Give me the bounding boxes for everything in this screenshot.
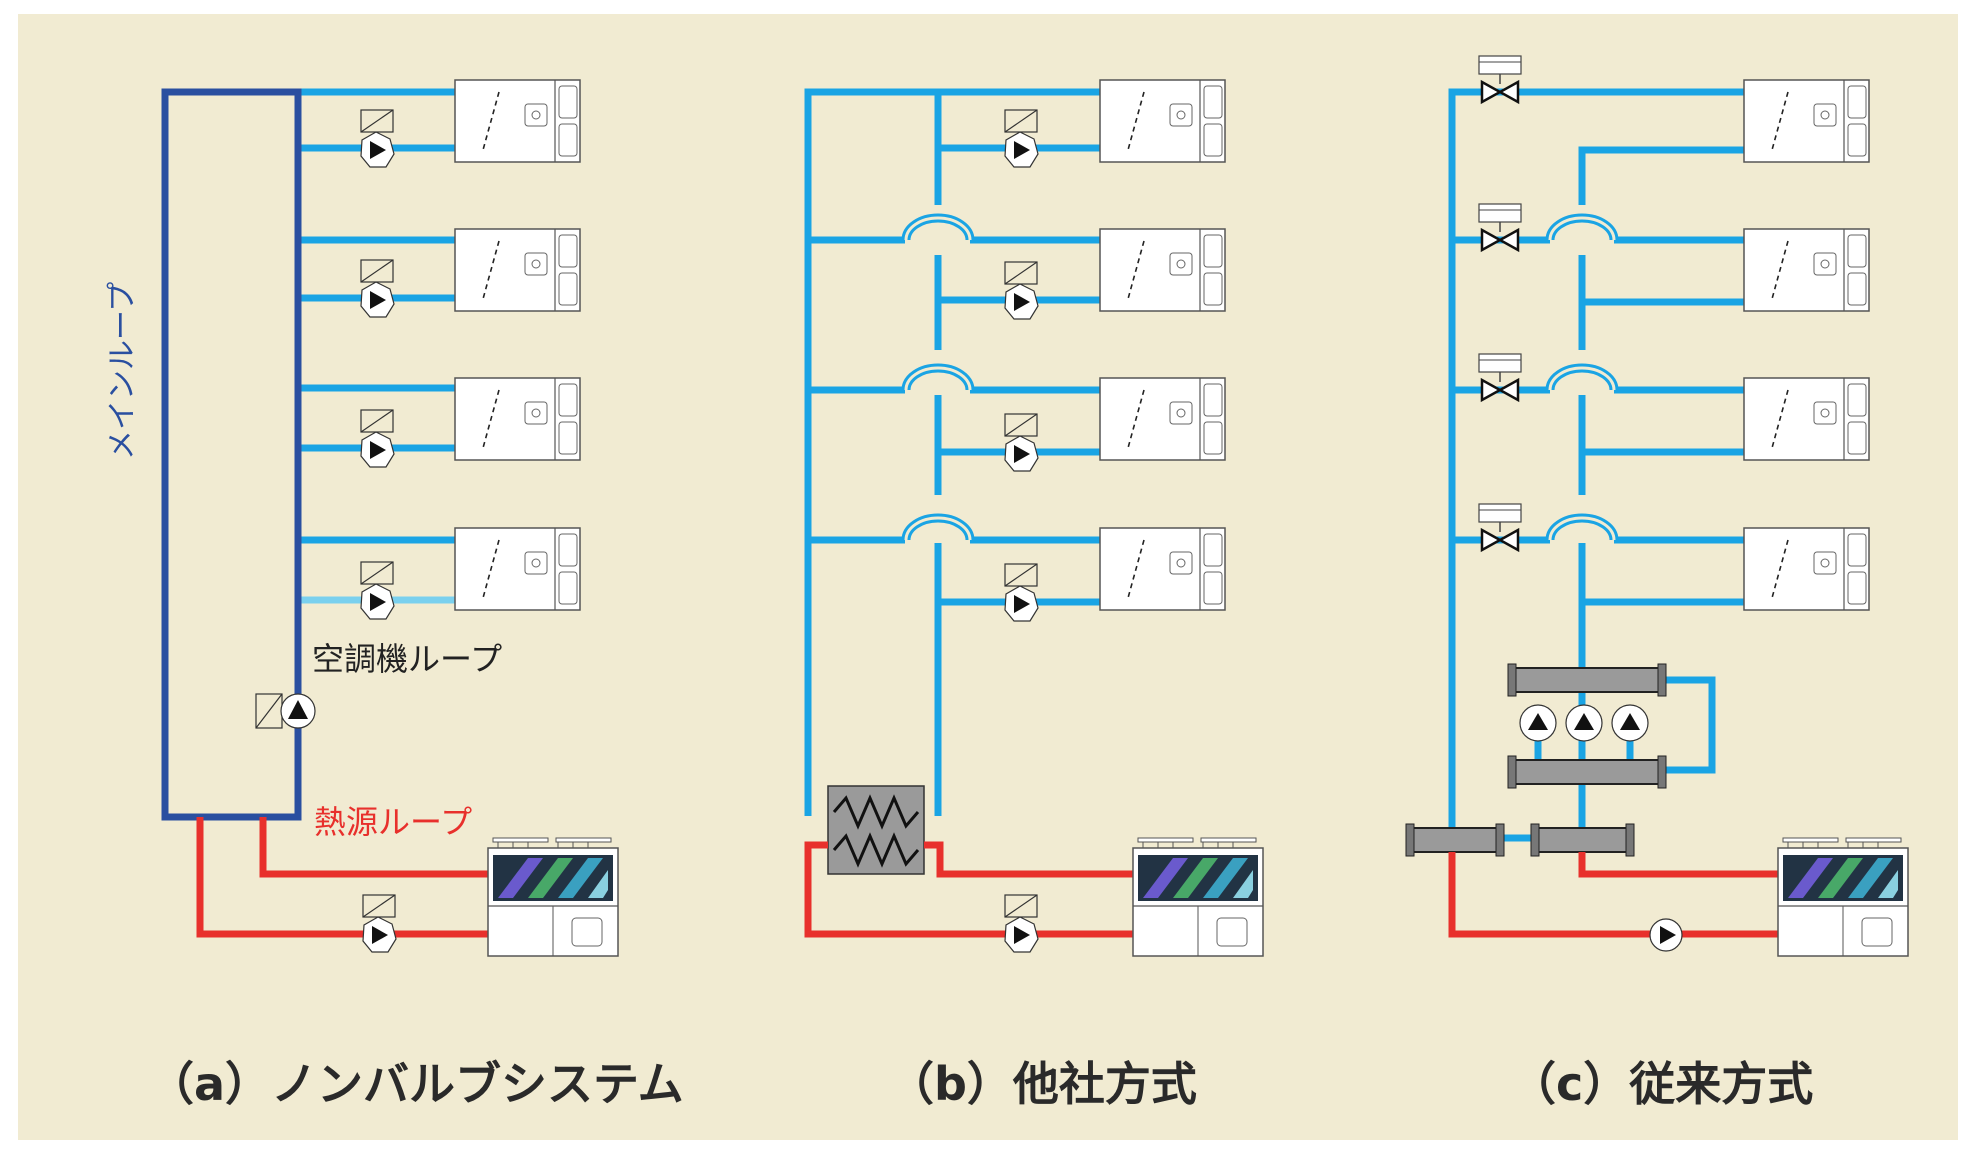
- pump-icon: [1004, 413, 1039, 472]
- diagram-panel: [18, 14, 1958, 1140]
- air-handling-unit: [1743, 527, 1870, 611]
- main-loop-label: メインループ: [105, 282, 140, 460]
- air-handling-unit: [1099, 527, 1226, 611]
- pump-icon: [360, 561, 395, 620]
- panel-b-competitor-method: （b）他社方式: [804, 79, 1264, 1111]
- pump-icon: [1649, 918, 1683, 952]
- air-handling-unit: [1099, 79, 1226, 163]
- heat-source-chiller: [1132, 837, 1264, 957]
- panel-b-heat-pipes: [804, 841, 1135, 938]
- return-header: [1507, 755, 1667, 789]
- pump-icon: [1565, 704, 1603, 742]
- heat-source-header: [1405, 823, 1635, 857]
- air-handling-unit: [1743, 377, 1870, 461]
- pump-icon: [1004, 894, 1039, 953]
- air-handling-unit: [1743, 228, 1870, 312]
- pump-icon: [362, 894, 397, 953]
- heat-source-chiller: [1777, 837, 1909, 957]
- main-loop-pump-icon: [255, 693, 316, 729]
- heat-exchanger-icon: [827, 785, 925, 875]
- panel-c-caption: （c）従来方式: [1510, 1057, 1813, 1111]
- air-handling-unit: [1743, 79, 1870, 163]
- air-handling-unit: [454, 79, 581, 163]
- heat-loop-label: 熱源ループ: [314, 803, 472, 841]
- pump-icon: [1004, 109, 1039, 168]
- panel-c-conventional-method: （c）従来方式: [1405, 54, 1909, 1111]
- panel-c-water-pipes: [1448, 88, 1785, 842]
- pump-icon: [1611, 704, 1649, 742]
- pump-icon: [360, 109, 395, 168]
- pump-icon: [1519, 704, 1557, 742]
- air-handling-unit: [1099, 377, 1226, 461]
- air-handling-unit: [454, 377, 581, 461]
- panel-b-caption: （b）他社方式: [888, 1057, 1197, 1111]
- pump-icon: [360, 409, 395, 468]
- panel-a-caption: （a）ノンバルブシステム: [148, 1057, 684, 1111]
- pump-icon: [360, 259, 395, 318]
- ac-loop-label: 空調機ループ: [312, 640, 502, 678]
- panel-a-nonvalve-system: メインループ 空調機ループ 熱源ループ （a）ノンバルブシステム: [105, 79, 684, 1111]
- main-loop-pipe: [161, 88, 302, 821]
- air-handling-unit: [454, 527, 581, 611]
- air-handling-unit: [1099, 228, 1226, 312]
- pump-icon: [1004, 261, 1039, 320]
- pump-icon: [1004, 563, 1039, 622]
- heat-source-chiller: [487, 837, 619, 957]
- supply-header: [1507, 663, 1667, 697]
- air-handling-unit: [454, 228, 581, 312]
